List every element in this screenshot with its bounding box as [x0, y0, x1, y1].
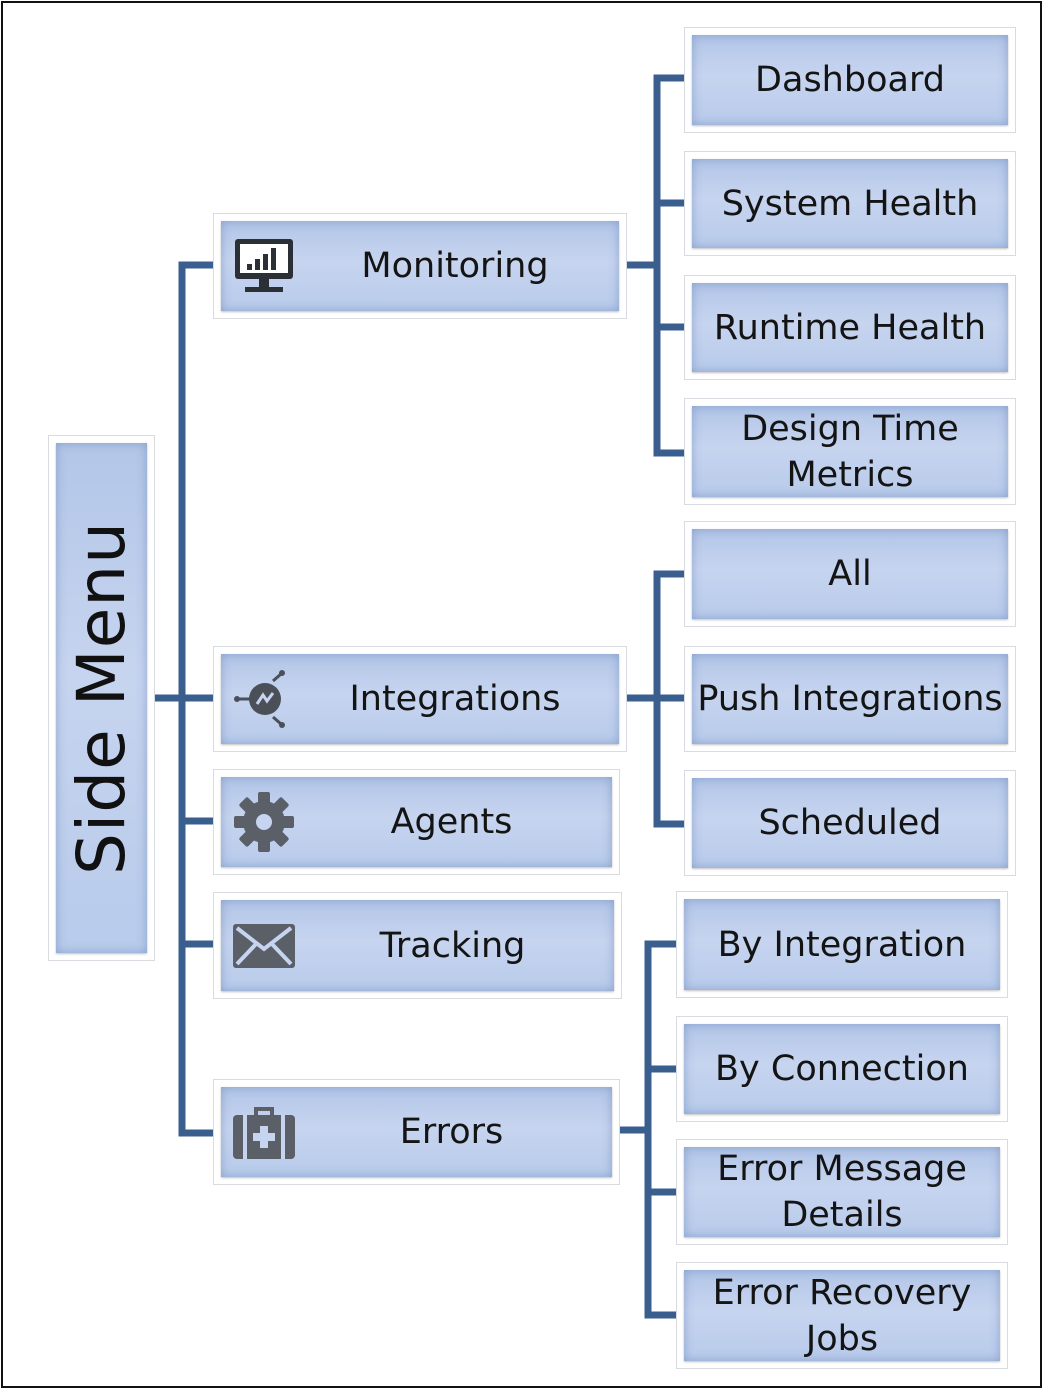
first-aid-kit-icon	[229, 1097, 299, 1167]
item-label: System Health	[721, 183, 979, 224]
menu-item-runtime-health[interactable]: Runtime Health	[684, 275, 1016, 380]
item-label: Error Recovery Jobs	[712, 1272, 972, 1359]
integration-network-icon	[229, 664, 299, 734]
item-label: All	[828, 554, 872, 594]
category-label: Tracking	[379, 925, 526, 966]
category-label: Integrations	[349, 679, 561, 719]
menu-item-push-integrations[interactable]: Push Integrations	[684, 646, 1016, 752]
menu-item-design-time-metrics[interactable]: Design Time Metrics	[684, 398, 1016, 505]
menu-item-error-recovery-jobs[interactable]: Error Recovery Jobs	[676, 1262, 1008, 1369]
item-label: Error Message Details	[717, 1149, 967, 1235]
menu-item-dashboard[interactable]: Dashboard	[684, 27, 1016, 133]
menu-tracking[interactable]: Tracking	[213, 892, 622, 999]
side-menu-label: Side Menu	[62, 521, 140, 875]
menu-item-scheduled[interactable]: Scheduled	[684, 770, 1016, 876]
item-label: Push Integrations	[697, 679, 1003, 719]
item-label: Scheduled	[758, 803, 942, 843]
envelope-icon	[229, 911, 299, 981]
menu-errors[interactable]: Errors	[213, 1079, 620, 1185]
category-label: Errors	[399, 1112, 504, 1152]
gear-icon	[229, 787, 299, 857]
category-label: Agents	[390, 802, 513, 842]
menu-agents[interactable]: Agents	[213, 769, 620, 875]
menu-item-system-health[interactable]: System Health	[684, 151, 1016, 256]
item-label: Dashboard	[755, 60, 945, 100]
item-label: Runtime Health	[713, 307, 987, 348]
menu-item-all[interactable]: All	[684, 521, 1016, 627]
menu-item-by-integration[interactable]: By Integration	[676, 891, 1008, 998]
category-label: Monitoring	[361, 246, 549, 286]
menu-item-by-connection[interactable]: By Connection	[676, 1016, 1008, 1122]
side-menu-root: Side Menu	[48, 435, 155, 961]
menu-monitoring[interactable]: Monitoring	[213, 213, 627, 319]
menu-integrations[interactable]: Integrations	[213, 646, 627, 752]
item-label: Design Time Metrics	[741, 408, 959, 495]
item-label: By Connection	[715, 1049, 969, 1089]
monitor-chart-icon	[229, 231, 299, 301]
item-label: By Integration	[717, 924, 967, 965]
menu-item-error-message-details[interactable]: Error Message Details	[676, 1139, 1008, 1245]
